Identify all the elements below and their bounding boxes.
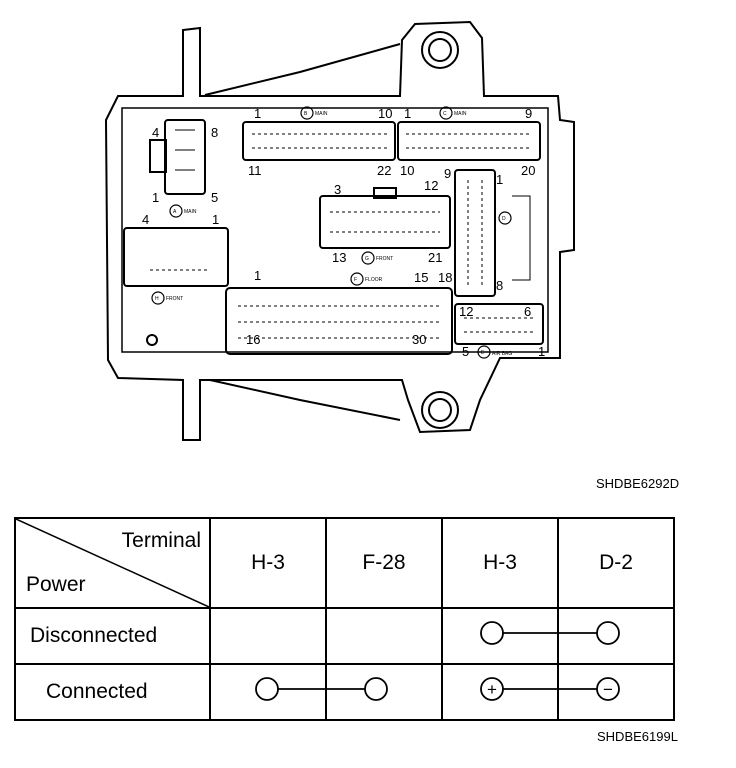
- tag-g: FRONT: [376, 256, 393, 262]
- pin-d-tl: 9: [444, 166, 451, 181]
- table-cell: [325, 663, 443, 721]
- column-header: F-28: [325, 517, 443, 609]
- table-cell: [441, 607, 559, 665]
- connector-d: [454, 169, 531, 297]
- pin-h-tl: 4: [142, 212, 149, 227]
- connector-g: [319, 187, 451, 249]
- pin-d-br: 8: [496, 278, 503, 293]
- pin-g-br: 21: [428, 250, 442, 265]
- connector-a: [149, 119, 206, 195]
- pin-c-bl: 10: [400, 163, 414, 178]
- pin-a-tr: 8: [211, 125, 218, 140]
- header-corner-cell: Terminal Power: [14, 517, 211, 609]
- pin-h-tr: 1: [212, 212, 219, 227]
- table-row: Connected: [14, 663, 675, 721]
- column-header: H-3: [441, 517, 559, 609]
- table-header-row: Terminal Power H-3 F-28 H-3 D-2: [14, 517, 675, 609]
- table-row: Disconnected: [14, 607, 675, 665]
- pin-b-bl: 11: [248, 163, 262, 178]
- table-code: SHDBE6199L: [597, 729, 678, 744]
- pin-e-br: 1: [538, 344, 545, 359]
- connector-b: [242, 121, 396, 161]
- pin-e-tl: 12: [459, 304, 473, 319]
- connection-table: Terminal Power H-3 F-28 H-3 D-2 Disconne…: [14, 517, 675, 721]
- tag-f: FLOOR: [365, 277, 383, 283]
- letter-h: H: [155, 296, 159, 302]
- pin-g-bl: 13: [332, 250, 346, 265]
- connector-h: [123, 227, 229, 287]
- letter-e: E: [481, 350, 485, 356]
- connector-c: [397, 121, 541, 161]
- row-label-disconnected: Disconnected: [14, 607, 211, 665]
- pin-f-tl: 1: [254, 268, 261, 283]
- diagram-code: SHDBE6292D: [596, 476, 680, 491]
- pin-a-br: 5: [211, 190, 218, 205]
- tag-a: MAIN: [184, 209, 197, 215]
- header-power: Power: [26, 573, 86, 596]
- table-cell: [441, 663, 559, 721]
- tag-h: FRONT: [166, 296, 183, 302]
- connector-letters: [151, 106, 512, 359]
- table-cell: [209, 607, 327, 665]
- letter-b: B: [304, 111, 308, 117]
- letter-c: C: [443, 111, 447, 117]
- pin-c-br: 20: [521, 163, 535, 178]
- pin-f-tr: 15: [414, 270, 428, 285]
- column-header: H-3: [209, 517, 327, 609]
- pin-e-bl: 5: [462, 344, 469, 359]
- header-terminal: Terminal: [121, 529, 201, 552]
- pin-numbers: 4 8 1 5 1 10 11 22 1 9 10 20 3 12 13 21 …: [142, 106, 545, 359]
- pin-g-tr: 12: [424, 178, 438, 193]
- pin-f-bl: 16: [246, 332, 260, 347]
- pin-e-tr: 6: [524, 304, 531, 319]
- table-cell: [557, 663, 675, 721]
- tag-c: MAIN: [454, 111, 467, 117]
- header-diagonal: [16, 519, 209, 607]
- table-cell: [325, 607, 443, 665]
- connector-letter-text: A B C D E F G H MAIN MAIN MAIN AIR BAG F…: [155, 111, 512, 357]
- connector-f: [225, 287, 453, 355]
- table-cell: [209, 663, 327, 721]
- junction-box-diagram: 4 8 1 5 1 10 11 22 1 9 10 20 3 12 13 21 …: [104, 20, 575, 441]
- pin-g-tl: 3: [334, 182, 341, 197]
- pin-b-tl: 1: [254, 106, 261, 121]
- pin-b-br: 22: [377, 163, 391, 178]
- pin-c-tl: 1: [404, 106, 411, 121]
- letter-f: F: [354, 277, 357, 283]
- letter-a: A: [173, 209, 177, 215]
- pin-c-tr: 9: [525, 106, 532, 121]
- pin-f-br: 30: [412, 332, 426, 347]
- pin-d-bl: 18: [438, 270, 452, 285]
- table-cell: [557, 607, 675, 665]
- pin-b-tr: 10: [378, 106, 392, 121]
- tag-b: MAIN: [315, 111, 328, 117]
- connector-e: [454, 303, 544, 345]
- tag-e: AIR BAG: [492, 351, 512, 357]
- junction-box-outline: [104, 20, 575, 441]
- letter-d: D: [502, 216, 506, 222]
- pin-a-bl: 1: [152, 190, 159, 205]
- row-label-connected: Connected: [14, 663, 211, 721]
- pin-a-tl: 4: [152, 125, 159, 140]
- column-header: D-2: [557, 517, 675, 609]
- pin-d-tr: 1: [496, 172, 503, 187]
- letter-g: G: [365, 256, 369, 262]
